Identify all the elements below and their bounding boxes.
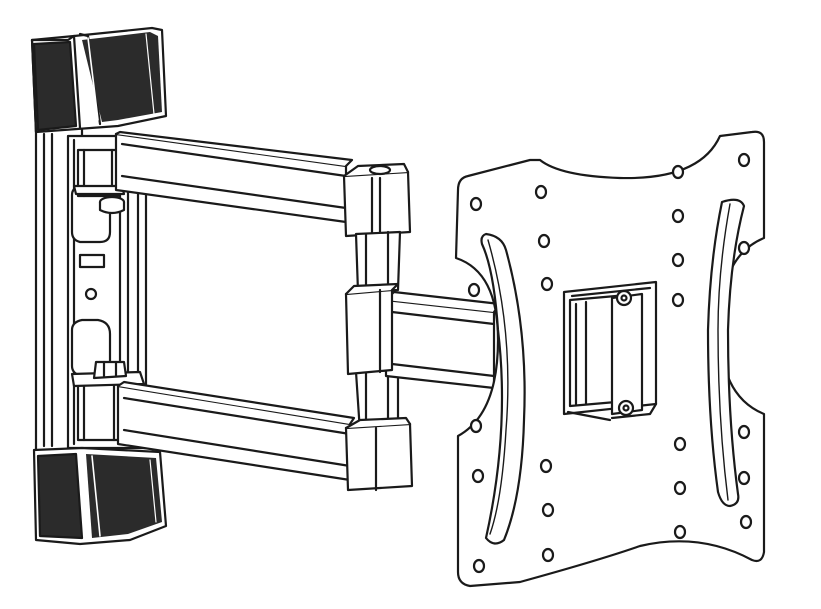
front-arm [384,290,502,390]
elbow-mid-block [344,282,400,376]
right-slot [706,198,746,508]
upper-elbow-block [342,162,412,238]
lower-pivot-nut [92,360,128,380]
wall-plate-top-cap [30,26,168,134]
lower-pivot [70,360,146,442]
wall-plate-bottom-cap [32,446,168,546]
lower-arm [116,380,356,482]
upper-arm [114,130,354,224]
left-slot [480,232,526,545]
mounting-hole [84,287,98,301]
upper-pivot [72,148,126,215]
label-window [78,253,106,269]
tilt-bracket [562,280,658,422]
vesa-holes [467,152,753,574]
lower-elbow-block [344,416,414,492]
